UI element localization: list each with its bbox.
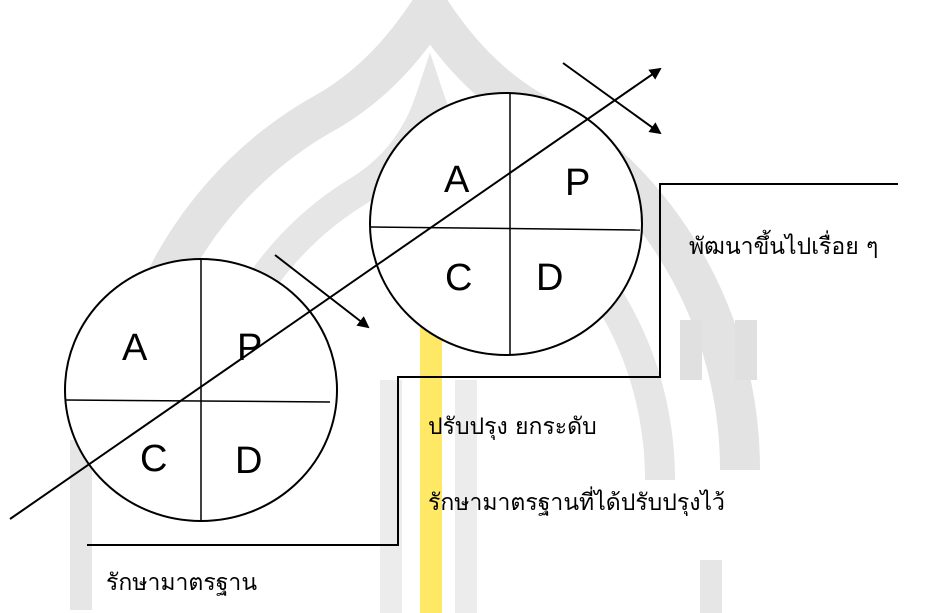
cycle-lower-label-c: C [140,438,167,480]
cycle-upper-rotation-arrow [562,62,662,135]
cycle-upper-label-p: P [565,162,590,204]
cycle-upper-horizontal-divider [370,226,641,231]
label-maintain-standard: รักษามาตรฐาน [106,570,257,596]
cycle-upper-label-a: A [444,159,470,201]
cycle-lower-rotation-arrow [274,254,370,329]
pdca-cycle-upper: A P C D [369,92,643,356]
improvement-trend-arrow [9,67,662,520]
pdca-cycle-lower: A P C D [64,258,338,522]
label-improve-upgrade: ปรับปรุง ยกระดับ [428,414,597,440]
label-develop-continuously: พัฒนาขึ้นไปเรื่อย ๆ [689,230,878,260]
cycle-upper-label-c: C [445,257,472,299]
cycle-lower-horizontal-divider [64,399,331,403]
cycle-upper-circle [369,92,643,356]
standard-staircase [87,183,898,546]
label-maintain-improved-standard: รักษามาตรฐานที่ได้ปรับปรุงไว้ [428,486,725,516]
cycle-lower-label-a: A [122,327,148,369]
cycle-lower-label-d: D [235,440,262,482]
cycle-upper-label-d: D [536,257,563,299]
